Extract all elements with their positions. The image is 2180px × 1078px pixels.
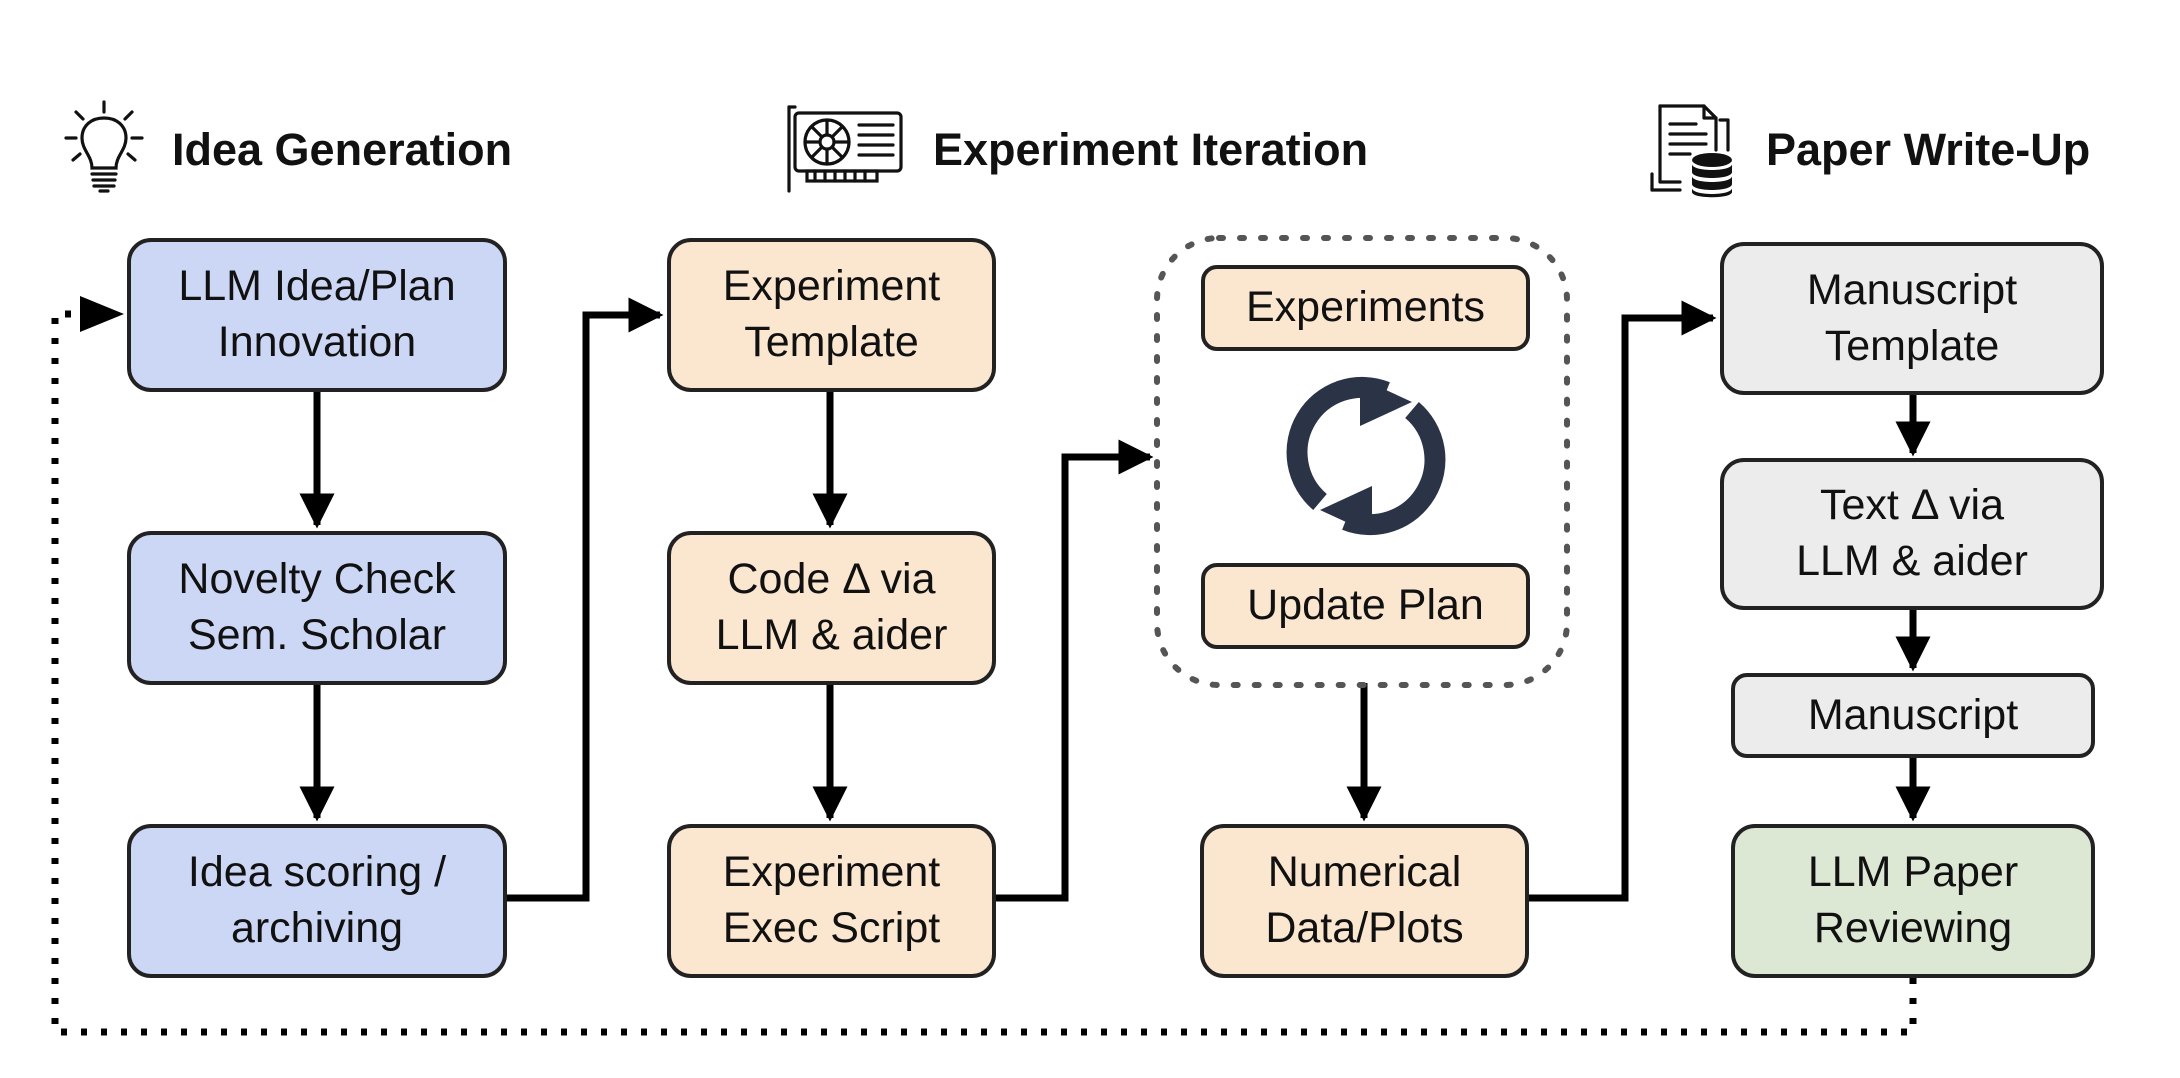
- text-delta-box: Text Δ via LLM & aider: [1720, 458, 2104, 610]
- iteration-loop-frame: [1154, 235, 1570, 688]
- refresh-cycle-icon: [1282, 372, 1450, 545]
- llm-paper-reviewing-box: LLM Paper Reviewing: [1731, 824, 2095, 978]
- document-database-icon: [1650, 98, 1740, 203]
- gpu-card-icon: [785, 103, 907, 198]
- llm-idea-innovation-box: LLM Idea/Plan Innovation: [127, 238, 507, 392]
- manuscript-box: Manuscript: [1731, 673, 2095, 758]
- feedback-arrowhead: [80, 296, 124, 332]
- idea-scoring-box: Idea scoring / archiving: [127, 824, 507, 978]
- numerical-data-plots-box: Numerical Data/Plots: [1200, 824, 1529, 978]
- code-delta-box: Code Δ via LLM & aider: [667, 531, 996, 685]
- novelty-check-box: Novelty Check Sem. Scholar: [127, 531, 507, 685]
- experiment-template-box: Experiment Template: [667, 238, 996, 392]
- header-title-paper: Paper Write-Up: [1766, 124, 2091, 175]
- header-title-experiment: Experiment Iteration: [933, 124, 1369, 175]
- experiment-exec-script-box: Experiment Exec Script: [667, 824, 996, 978]
- arrow-results-to-manuscript-template: [1529, 300, 1717, 902]
- lightbulb-icon: [62, 98, 146, 203]
- arrow-scoring-to-template: [507, 297, 664, 902]
- arrow-exec-to-loop: [996, 439, 1154, 902]
- header-idea-generation: Idea Generation: [62, 99, 513, 193]
- header-paper-write-up: Paper Write-Up: [1650, 103, 2091, 197]
- header-experiment-iteration: Experiment Iteration: [785, 104, 1369, 193]
- experiments-box: Experiments: [1201, 265, 1530, 351]
- update-plan-box: Update Plan: [1201, 563, 1530, 649]
- header-title-idea: Idea Generation: [172, 124, 513, 175]
- manuscript-template-box: Manuscript Template: [1720, 242, 2104, 395]
